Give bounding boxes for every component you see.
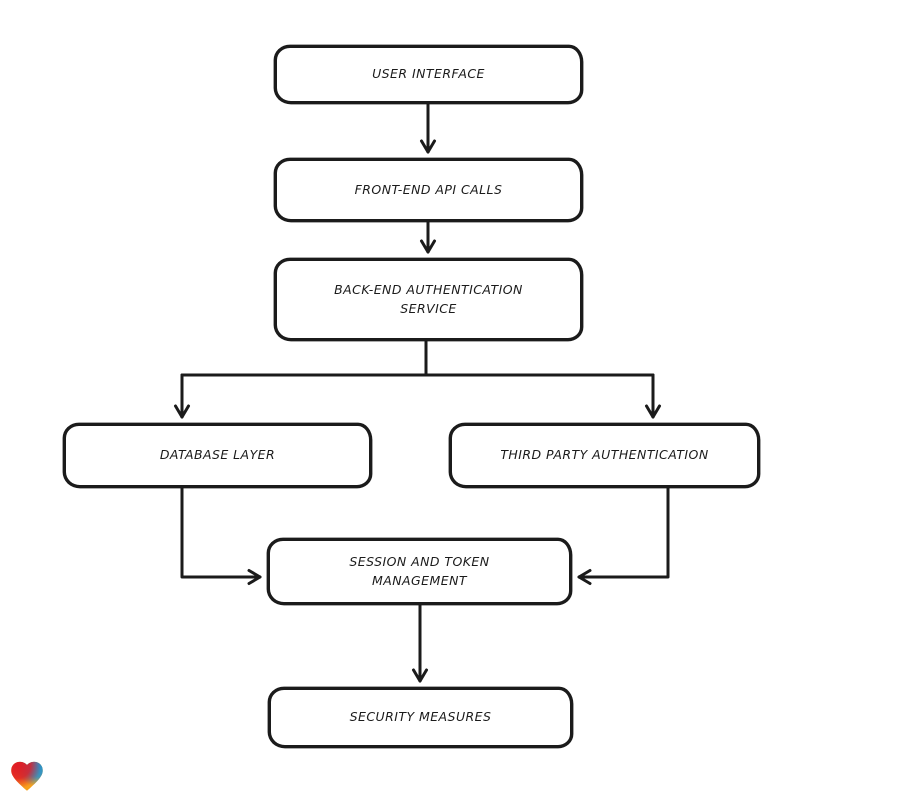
node-user-interface-label: USER INTERFACE: [372, 66, 485, 82]
heart-logo: [8, 757, 46, 795]
node-third-party-authentication-label: THIRD PARTY AUTHENTICATION: [500, 447, 709, 463]
node-session-and-token-management-label: SESSION AND TOKEN MANAGEMENT: [349, 553, 490, 588]
node-back-end-authentication-service[interactable]: BACK-END AUTHENTICATION SERVICE: [274, 258, 583, 341]
node-back-end-authentication-service-label: BACK-END AUTHENTICATION SERVICE: [334, 281, 523, 316]
heart-icon: [11, 761, 43, 791]
node-database-layer-label: DATABASE LAYER: [159, 447, 276, 463]
node-session-and-token-management[interactable]: SESSION AND TOKEN MANAGEMENT: [267, 538, 572, 605]
node-security-measures[interactable]: SECURITY MEASURES: [268, 687, 573, 748]
edge-third-party-authentication-to-session-and-token-management: [577, 485, 670, 585]
node-user-interface[interactable]: USER INTERFACE: [274, 45, 583, 104]
node-front-end-api-calls[interactable]: FRONT-END API CALLS: [274, 158, 583, 222]
node-security-measures-label: SECURITY MEASURES: [349, 709, 492, 725]
node-third-party-authentication[interactable]: THIRD PARTY AUTHENTICATION: [449, 423, 760, 488]
edge-database-layer-to-session-and-token-management: [180, 485, 262, 585]
node-front-end-api-calls-label: FRONT-END API CALLS: [354, 181, 503, 197]
node-database-layer[interactable]: DATABASE LAYER: [63, 423, 372, 488]
